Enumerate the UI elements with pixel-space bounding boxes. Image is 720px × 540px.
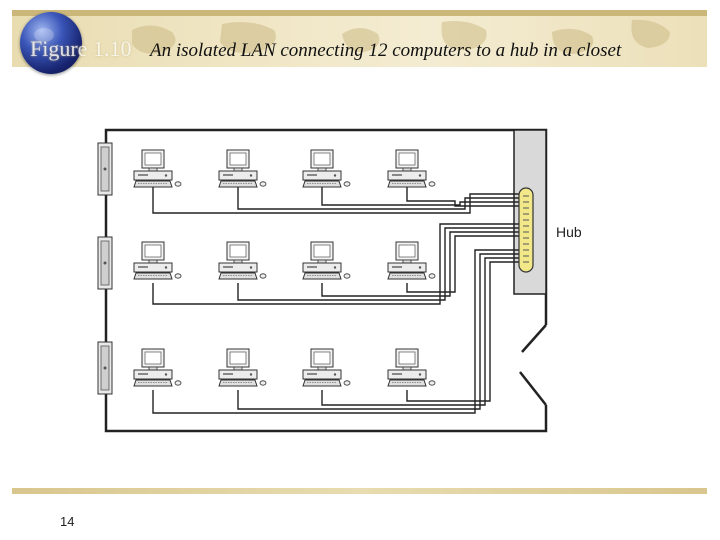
title-banner — [12, 10, 707, 67]
computer-7 — [302, 241, 351, 280]
computer-5 — [133, 241, 182, 280]
figure-number: Figure 1.10 — [30, 36, 132, 61]
hub-label: Hub — [556, 224, 582, 240]
wall-jack — [97, 236, 113, 290]
computer-10 — [218, 348, 267, 387]
page-number: 14 — [60, 514, 75, 529]
footer-rule — [12, 488, 707, 494]
cabling — [152, 187, 520, 414]
wall-jack — [97, 142, 113, 196]
world-map-texture — [132, 19, 670, 54]
closet-door-lower — [519, 371, 547, 406]
computer-3 — [302, 149, 351, 188]
computer-9 — [133, 348, 182, 387]
computer-8 — [387, 241, 436, 280]
computer-11 — [302, 348, 351, 387]
computer-1 — [133, 149, 182, 188]
globe-icon — [20, 12, 82, 74]
hub-ports — [523, 195, 529, 263]
closet-door-upper — [521, 324, 547, 353]
computer-2 — [218, 149, 267, 188]
figure-caption: An isolated LAN connecting 12 computers … — [150, 40, 622, 61]
computer-6 — [218, 241, 267, 280]
computer-12 — [387, 348, 436, 387]
computer-4 — [387, 149, 436, 188]
wall-jack — [97, 341, 113, 395]
hub — [518, 187, 534, 273]
